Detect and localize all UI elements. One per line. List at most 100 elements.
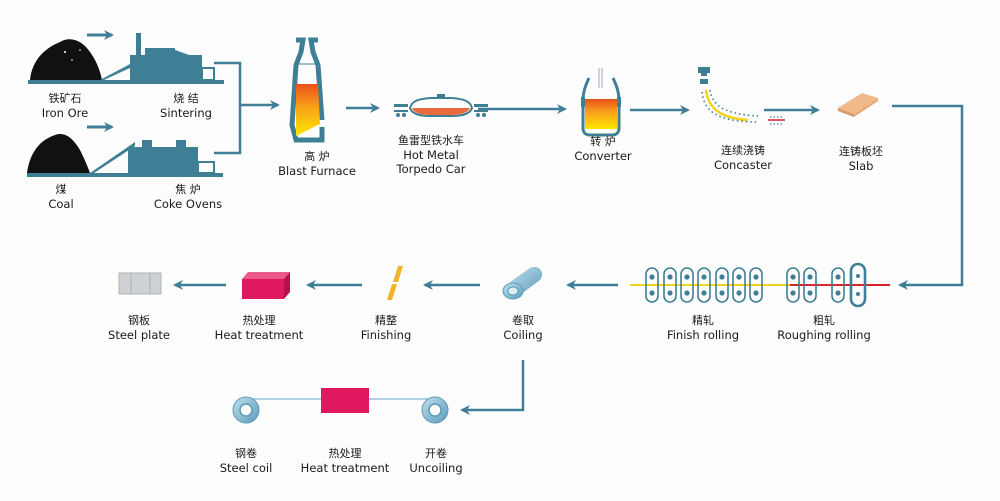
roll [753, 290, 759, 296]
label-zh: 精整 [375, 314, 397, 327]
label-zh: 鱼雷型铁水车 [397, 134, 464, 147]
rolling-stands [645, 262, 867, 308]
finishing-icon [387, 266, 403, 300]
torpedo-car-icon [394, 94, 488, 117]
finish-rolling-stand [697, 267, 711, 303]
roll [790, 274, 796, 280]
roll [807, 290, 813, 296]
roughing-rolling-stand [786, 267, 800, 303]
roughing-mill-stand [849, 262, 867, 308]
label-en: Roughing rolling [777, 328, 871, 342]
finish-rolling-stand [645, 267, 659, 303]
label-zh: 钢板 [128, 314, 150, 327]
label-zh: 精轧 [691, 314, 714, 327]
finish-rolling-stand [715, 267, 729, 303]
label-en: Finishing [360, 328, 412, 342]
label-zh: 开卷 [425, 447, 447, 460]
label-en: Heat treatment [300, 461, 390, 475]
roll [856, 292, 860, 296]
finish-rolling-stand [732, 267, 746, 303]
roll [835, 274, 841, 280]
label-zh: 转 炉 [590, 135, 616, 148]
merge-bracket [214, 61, 242, 155]
label-zh: 连续浇铸 [721, 144, 765, 157]
roll [719, 274, 725, 280]
label-zh: 连铸板坯 [839, 145, 883, 158]
label-zh: 钢卷 [235, 447, 257, 460]
sintering-plant-icon [28, 33, 224, 84]
roll [856, 274, 860, 278]
arrow-slab-roughing [892, 104, 964, 290]
label-zh: 卷取 [512, 314, 534, 327]
label-en: Coiling [503, 328, 543, 342]
roll [667, 274, 673, 280]
roll [790, 290, 796, 296]
label-en: Steel plate [108, 328, 170, 342]
finish-rolling-stand [680, 267, 694, 303]
label-en: Blast Furnace [278, 164, 356, 178]
blast-furnace-icon [289, 37, 325, 143]
label-en: Hot Metal [403, 148, 459, 162]
coke-ovens-icon [27, 140, 223, 177]
iron-ore-pile-icon [30, 39, 102, 80]
heat-treatment-furnace-icon [242, 272, 290, 299]
roll [667, 290, 673, 296]
label-en: Uncoiling [409, 461, 463, 475]
roll [684, 290, 690, 296]
roll [719, 290, 725, 296]
slab-icon [838, 93, 878, 117]
label-en: Coke Ovens [153, 197, 223, 211]
label-en: Finish rolling [666, 328, 740, 342]
steel-coil-icon [232, 396, 260, 424]
arrow-coiling-uncoiling [460, 360, 525, 415]
roll [753, 274, 759, 280]
roughing-rolling-stand [831, 267, 845, 303]
roll [649, 290, 655, 296]
roughing-rolling-stand [803, 267, 817, 303]
roll [649, 274, 655, 280]
label-zh: 高 炉 [304, 150, 330, 163]
roll [736, 290, 742, 296]
uncoiling-coil-icon [421, 396, 449, 424]
cut-strip-icon [768, 116, 785, 125]
label-zh: 热处理 [242, 314, 276, 327]
roll [736, 274, 742, 280]
roll [835, 290, 841, 296]
label-en2: Torpedo Car [396, 162, 466, 176]
label-en: Heat treatment [214, 328, 304, 342]
label-en: Coal [48, 197, 74, 211]
finish-rolling-stand [749, 267, 763, 303]
label-en: Converter [574, 149, 632, 163]
label-zh: 热处理 [328, 447, 362, 460]
label-en: Iron Ore [41, 106, 89, 120]
coal-pile-icon [27, 134, 90, 173]
concaster-icon [698, 67, 759, 123]
converter-icon [581, 68, 621, 137]
finish-rolling-stand [663, 267, 677, 303]
roll [807, 274, 813, 280]
roll [684, 274, 690, 280]
roll [701, 290, 707, 296]
label-zh: 烧 结 [173, 92, 199, 105]
label-en: Sintering [160, 106, 212, 120]
label-zh: 焦 炉 [175, 183, 201, 196]
label-en: Steel coil [219, 461, 273, 475]
label-zh: 煤 [55, 183, 67, 196]
